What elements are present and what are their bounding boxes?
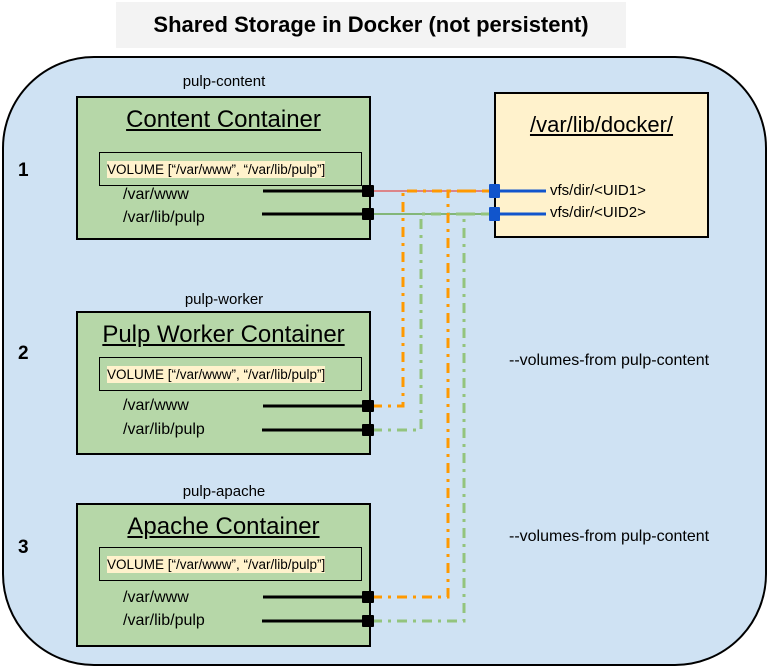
diagram-title-box: Shared Storage in Docker (not persistent… <box>116 2 626 48</box>
volume-declaration: VOLUME [“/var/www”, “/var/lib/pulp”] <box>99 152 362 186</box>
mount-var-lib-pulp: /var/lib/pulp <box>123 209 205 226</box>
volume-text: VOLUME [“/var/www”, “/var/lib/pulp”] <box>107 555 326 573</box>
host-dir-uid1: vfs/dir/<UID1> <box>550 182 646 199</box>
mount-var-www: /var/www <box>123 186 189 203</box>
mount-var-lib-pulp: /var/lib/pulp <box>123 421 205 438</box>
mount-var-lib-pulp: /var/lib/pulp <box>123 612 205 629</box>
row-number-3: 3 <box>18 537 29 558</box>
volumes-from-note-worker: --volumes-from pulp-content <box>509 352 710 369</box>
host-dir-uid2: vfs/dir/<UID2> <box>550 204 646 221</box>
container-title: Pulp Worker Container <box>102 321 345 348</box>
content-container: Content Container VOLUME [“/var/www”, “/… <box>76 96 371 240</box>
container-title: Content Container <box>126 106 321 133</box>
volume-declaration: VOLUME [“/var/www”, “/var/lib/pulp”] <box>99 547 362 581</box>
row-number-2: 2 <box>18 343 29 364</box>
host-storage-title: /var/lib/docker/ <box>529 112 674 137</box>
mount-var-www: /var/www <box>123 589 189 606</box>
apache-container: Apache Container VOLUME [“/var/www”, “/v… <box>76 503 371 647</box>
container-name-worker: pulp-worker <box>184 291 264 308</box>
mount-var-www: /var/www <box>123 397 189 414</box>
container-name-apache: pulp-apache <box>182 483 266 500</box>
host-docker-storage: /var/lib/docker/ vfs/dir/<UID1> vfs/dir/… <box>494 92 709 238</box>
volume-text: VOLUME [“/var/www”, “/var/lib/pulp”] <box>107 365 326 383</box>
pulp-worker-container: Pulp Worker Container VOLUME [“/var/www”… <box>76 311 371 455</box>
container-title: Apache Container <box>127 513 320 540</box>
volume-text: VOLUME [“/var/www”, “/var/lib/pulp”] <box>107 160 326 178</box>
row-number-1: 1 <box>18 160 29 181</box>
container-name-content: pulp-content <box>182 73 266 90</box>
diagram-title: Shared Storage in Docker (not persistent… <box>153 12 589 37</box>
volumes-from-note-apache: --volumes-from pulp-content <box>509 528 710 545</box>
volume-declaration: VOLUME [“/var/www”, “/var/lib/pulp”] <box>99 357 362 391</box>
